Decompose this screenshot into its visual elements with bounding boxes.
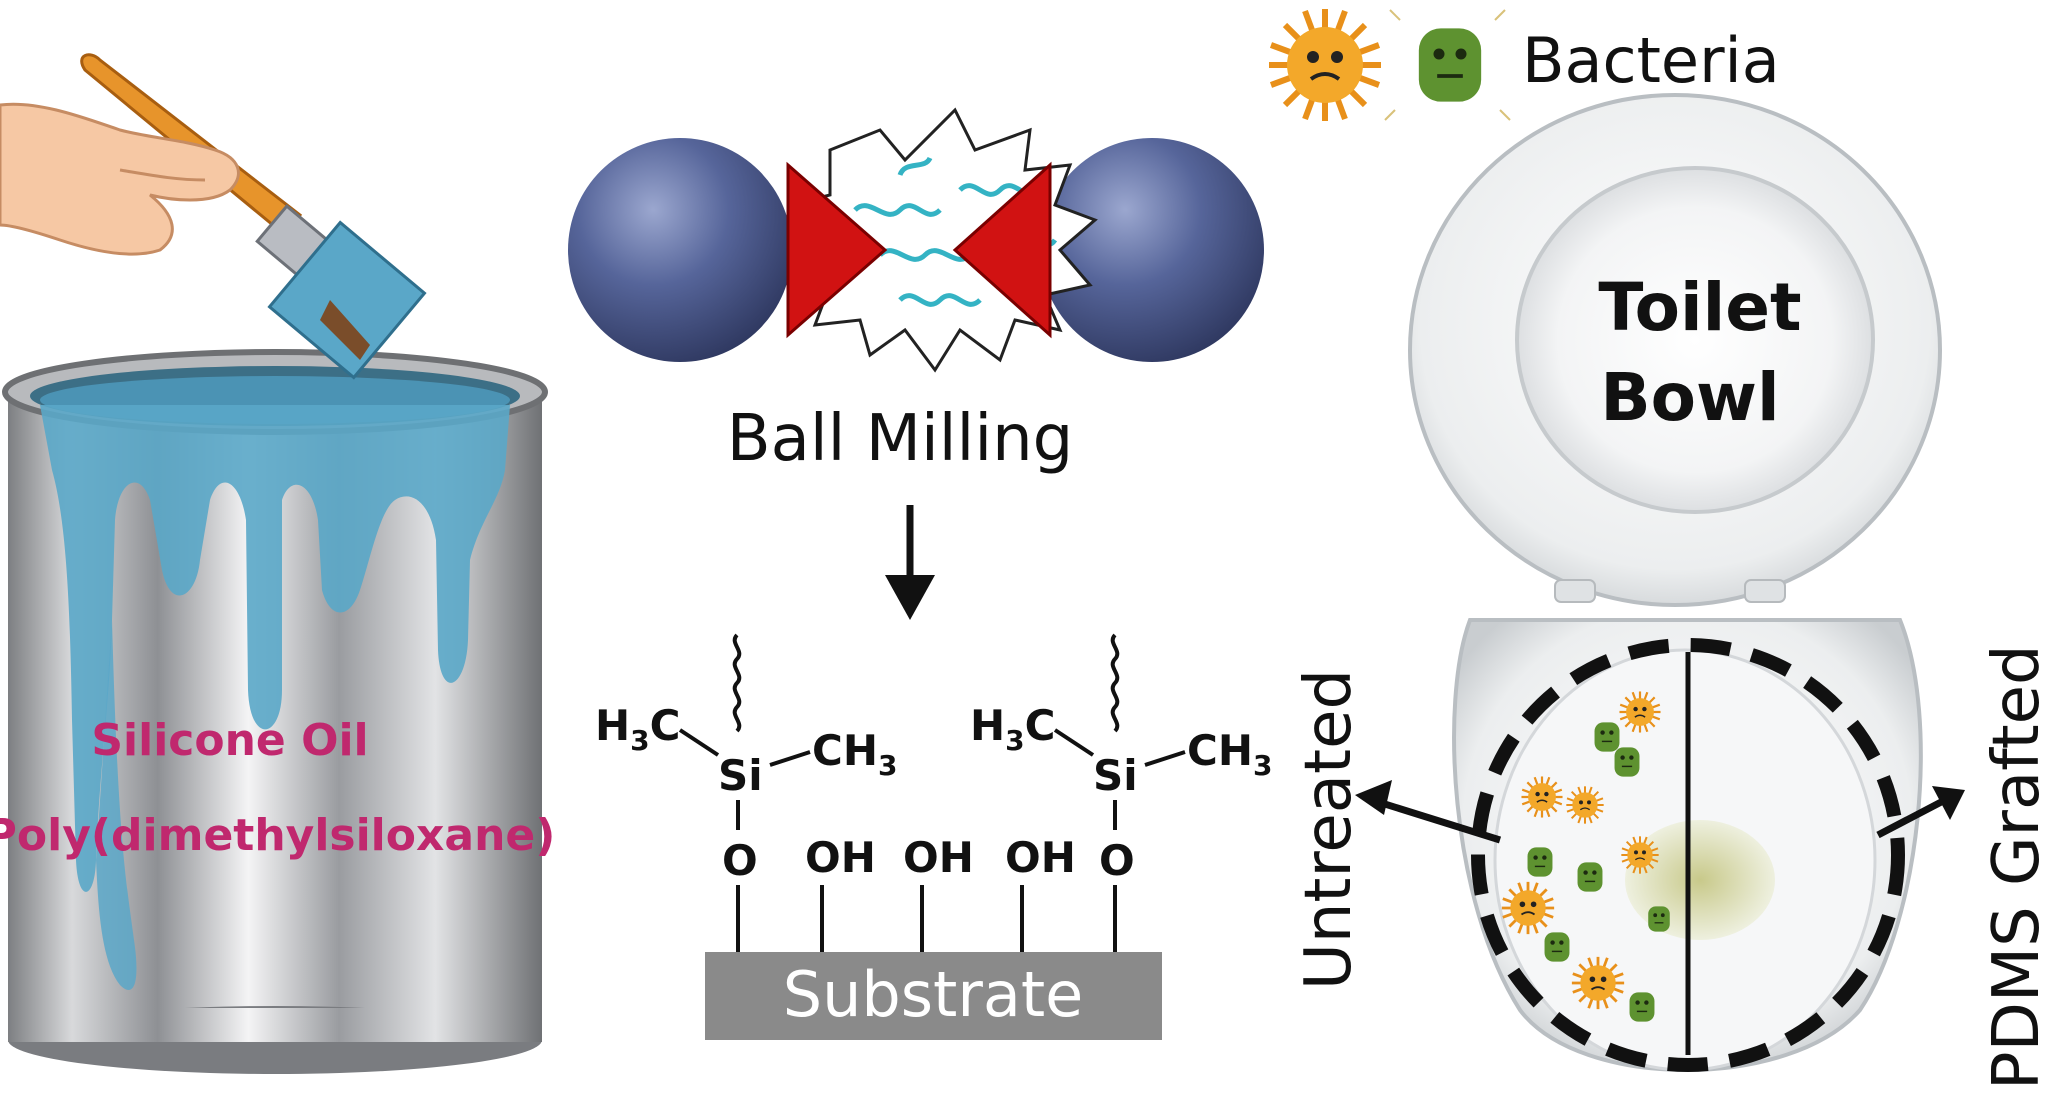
bacteria-icon xyxy=(1269,9,1511,121)
milling-ball-icon xyxy=(568,138,792,362)
substrate-label: Substrate xyxy=(783,958,1084,1031)
bacteria-label: Bacteria xyxy=(1522,24,1780,97)
svg-text:O: O xyxy=(722,836,758,885)
hydroxyl-groups: OH OH OH xyxy=(805,833,1076,955)
paint-brush-icon xyxy=(80,53,427,380)
pdms-grafted-label: PDMS Grafted xyxy=(1980,644,2048,1090)
hydroxyl-label: OH xyxy=(805,833,876,882)
paint-drips xyxy=(40,405,510,892)
hand-icon xyxy=(0,102,240,256)
hydroxyl-label: OH xyxy=(903,833,974,882)
svg-text:CH3: CH3 xyxy=(812,726,897,782)
chemical-structure-right: H3C Si CH3 O xyxy=(970,633,1272,955)
comparison-circle xyxy=(1471,638,1905,1072)
paint-can-icon xyxy=(2,349,548,1074)
silicone-oil-label: Silicone Oil xyxy=(91,715,368,766)
svg-text:H3C: H3C xyxy=(970,701,1055,757)
pdms-grafted-arrow xyxy=(1876,786,1965,839)
untreated-arrow xyxy=(1355,780,1502,844)
down-arrow-icon xyxy=(885,505,935,620)
ball-milling-label: Ball Milling xyxy=(727,402,1074,476)
untreated-label: Untreated xyxy=(1292,669,1366,990)
pdms-full-name-label: Poly(dimethylsiloxane) xyxy=(0,810,555,861)
left-red-wedge xyxy=(786,161,888,339)
substrate-block: Substrate xyxy=(705,952,1162,1040)
svg-text:Si: Si xyxy=(718,751,763,800)
svg-text:H3C: H3C xyxy=(595,701,680,757)
right-red-wedge xyxy=(952,161,1052,339)
toilet-bowl-label-line1: Toilet xyxy=(1598,269,1801,346)
hydroxyl-label: OH xyxy=(1005,833,1076,882)
svg-text:O: O xyxy=(1099,836,1135,885)
svg-text:Si: Si xyxy=(1093,751,1138,800)
milling-ball-icon xyxy=(1040,138,1264,362)
toilet-bowl-label-line2: Bowl xyxy=(1600,359,1779,436)
chemical-structure-left: H3C Si CH3 O xyxy=(595,633,897,955)
svg-text:CH3: CH3 xyxy=(1187,726,1272,782)
